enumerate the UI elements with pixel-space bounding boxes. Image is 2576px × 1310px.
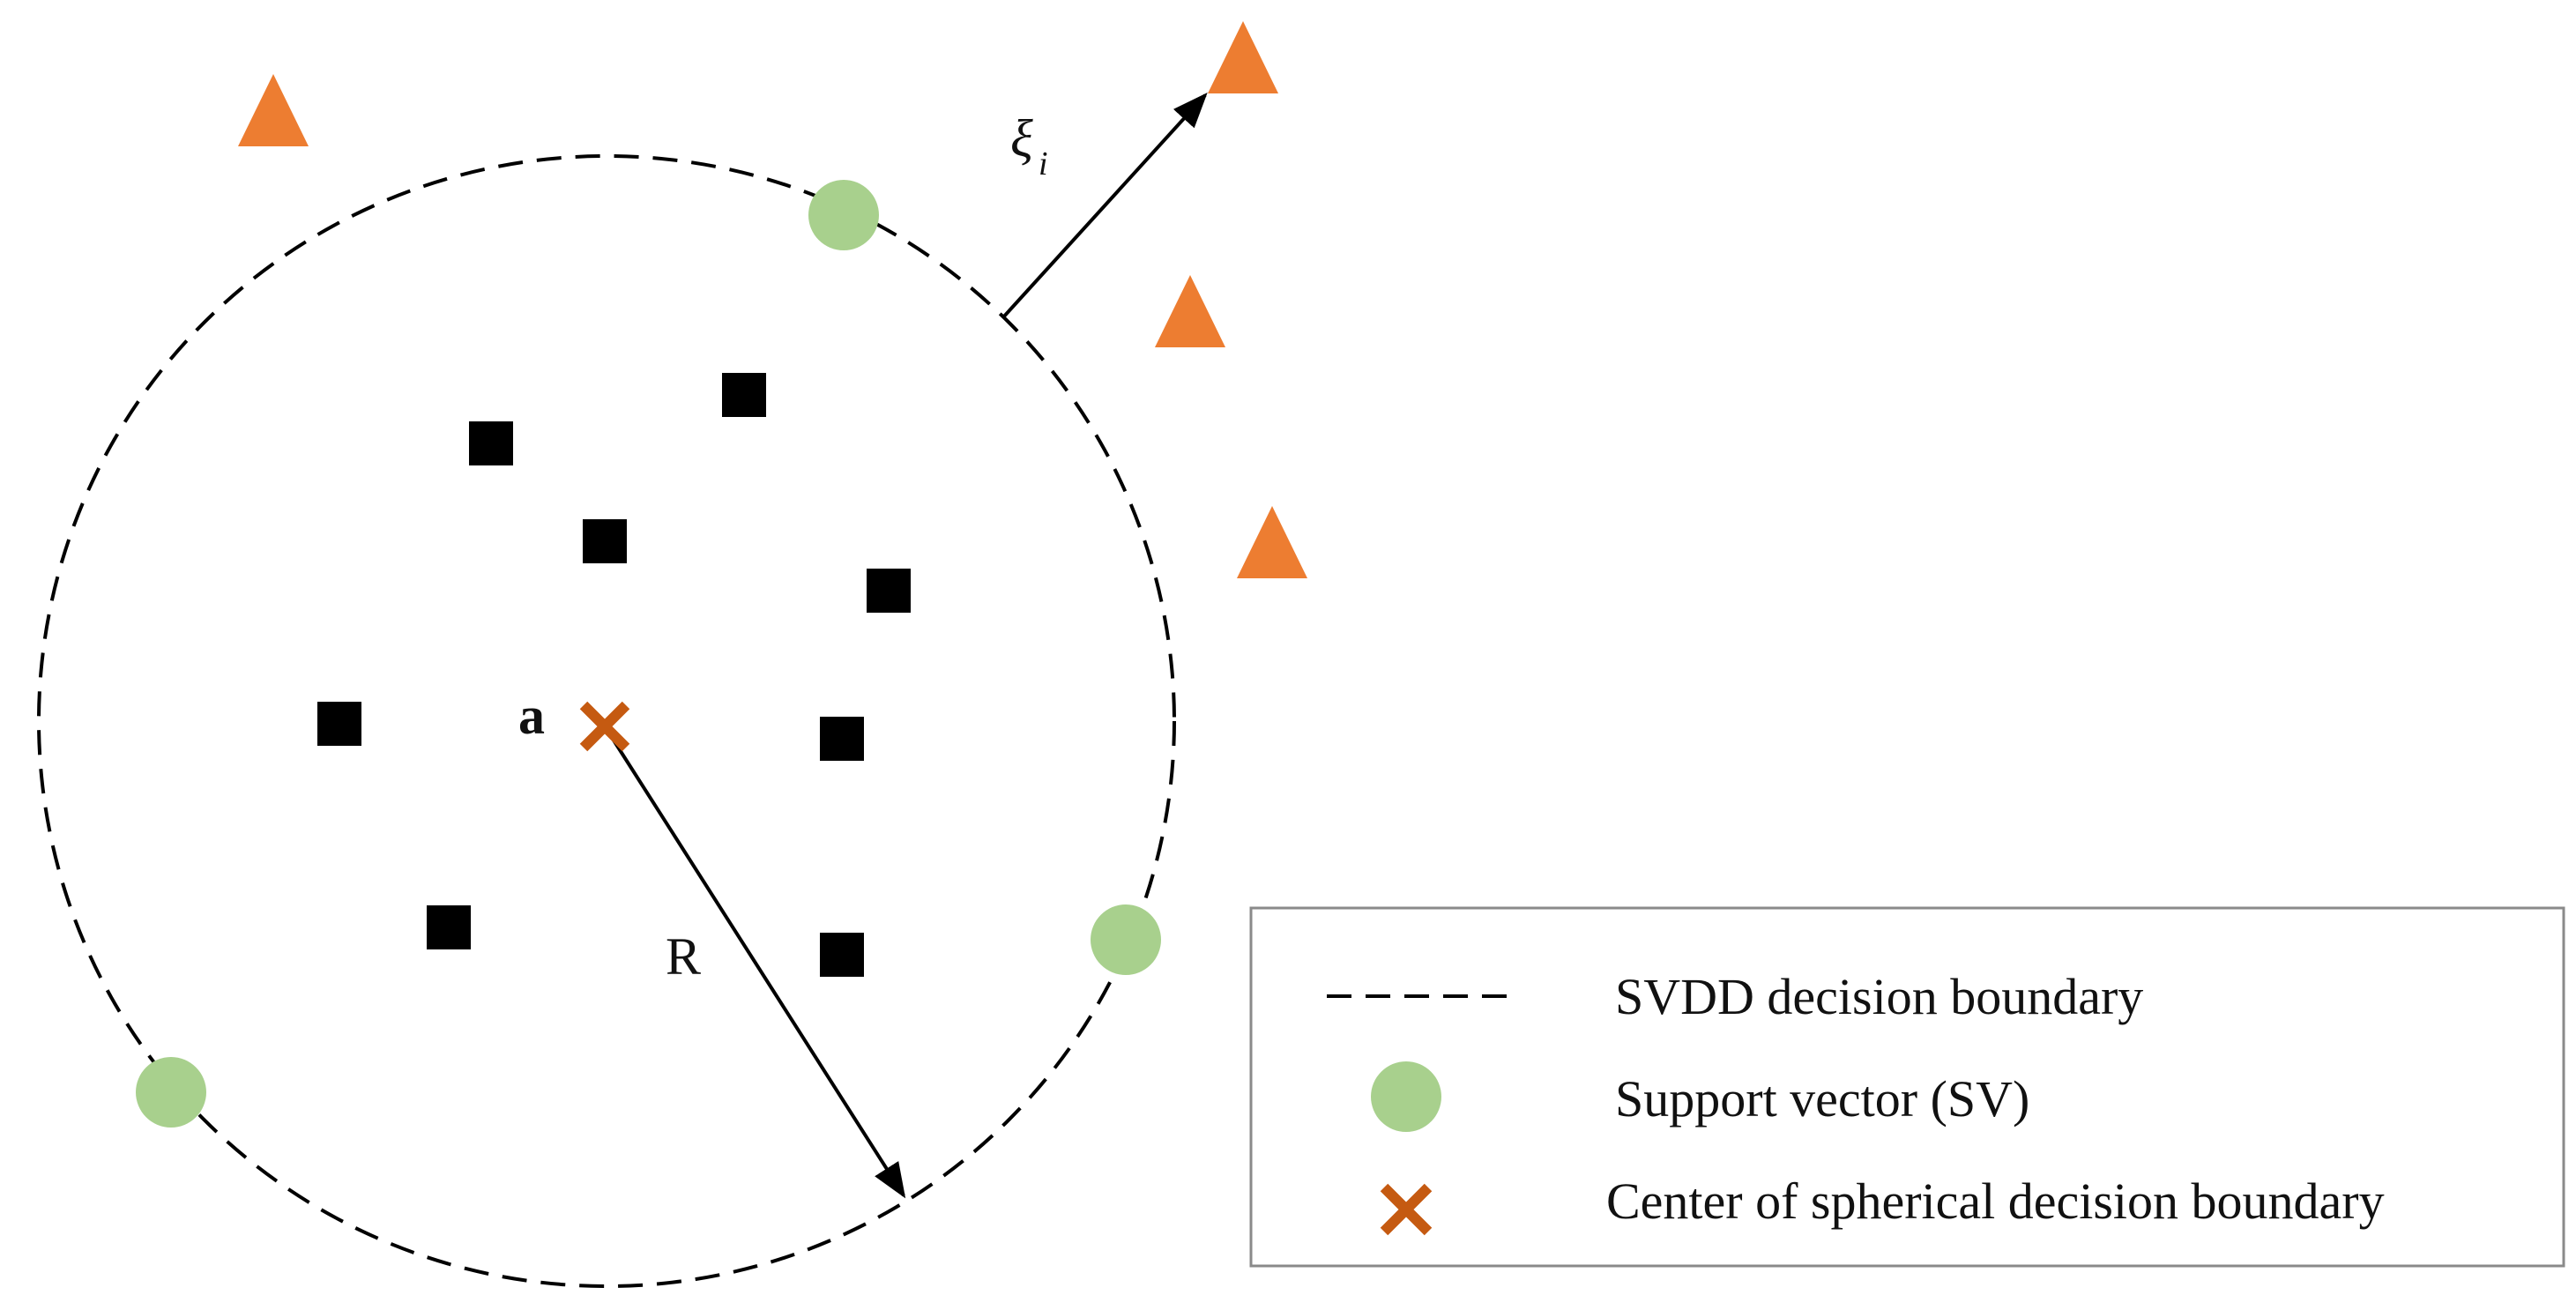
- radius-arrow: [603, 725, 906, 1199]
- outlier-point: [1155, 275, 1225, 347]
- outlier-point: [1208, 21, 1278, 93]
- slack-label: ξ i: [1010, 109, 1048, 182]
- center-x-icon: [579, 701, 630, 752]
- legend: SVDD decision boundary Support vector (S…: [1249, 906, 2565, 1268]
- support-vector: [808, 180, 879, 250]
- center-label: a: [518, 687, 545, 745]
- slack-arrow: [1001, 93, 1208, 320]
- legend-support-vector-icon: [1371, 1061, 1441, 1132]
- normal-points: [317, 373, 911, 977]
- support-vector: [136, 1057, 206, 1128]
- svg-text:i: i: [1039, 145, 1048, 182]
- normal-point: [820, 717, 864, 761]
- outlier-point: [238, 74, 309, 146]
- svdd-decision-boundary: [37, 154, 1176, 1288]
- normal-point: [583, 519, 627, 563]
- svg-text:ξ: ξ: [1010, 109, 1033, 167]
- support-vector: [1091, 904, 1161, 975]
- legend-label-center: Center of spherical decision boundary: [1606, 1172, 2385, 1230]
- radius-label: R: [666, 927, 701, 986]
- normal-point: [820, 933, 864, 977]
- support-vectors: [136, 180, 1161, 1128]
- normal-point: [427, 905, 471, 949]
- normal-point: [867, 569, 911, 613]
- outliers: [238, 21, 1307, 578]
- legend-center-x-icon: [1380, 1183, 1433, 1236]
- outlier-point: [1237, 506, 1307, 578]
- normal-point: [317, 702, 361, 746]
- normal-point: [722, 373, 766, 417]
- legend-label-boundary: SVDD decision boundary: [1615, 968, 2143, 1025]
- legend-label-support-vector: Support vector (SV): [1615, 1070, 2029, 1128]
- normal-point: [469, 421, 513, 465]
- legend-box: [1249, 906, 2565, 1268]
